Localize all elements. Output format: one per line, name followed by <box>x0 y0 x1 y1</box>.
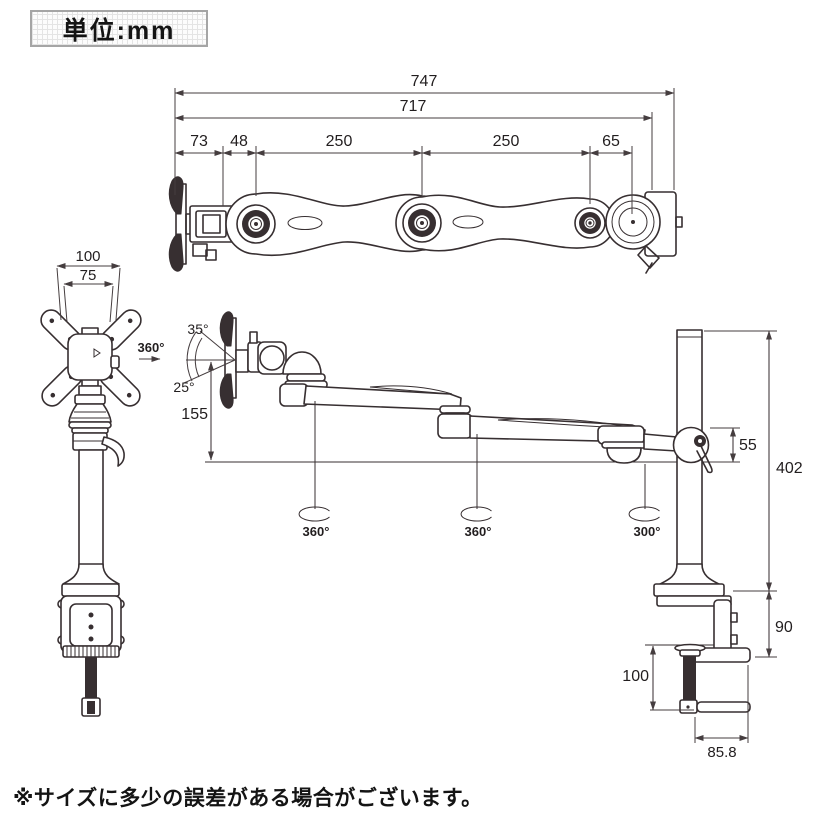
top-arm-segment-2 <box>395 194 615 252</box>
angle-up-label: 35° <box>187 321 208 337</box>
top-view-dimensions: 747 717 73 48 250 250 65 <box>174 73 675 214</box>
side-collar-lever <box>696 445 713 474</box>
dim-100-vesa: 100 <box>75 248 100 265</box>
angle-down-label: 25° <box>173 379 194 395</box>
side-view-drawing: 360° 360° 300° 35° 25° 155 5 <box>173 311 803 761</box>
side-rotation-indicators: 360° 360° 300° <box>298 401 661 539</box>
unit-label-box: 単位:mm <box>30 10 208 47</box>
front-lever <box>101 436 125 467</box>
top-vesa-wing-lower <box>168 233 184 272</box>
dim-402: 402 <box>776 460 803 477</box>
rot-pole-label: 300° <box>634 524 661 539</box>
dim-48: 48 <box>230 133 248 150</box>
dim-250-a: 250 <box>326 133 353 150</box>
dim-717: 717 <box>400 98 427 115</box>
top-lever <box>637 245 660 274</box>
top-arm1-slot <box>287 216 323 230</box>
front-screw <box>85 657 97 698</box>
dim-100-screw: 100 <box>622 668 649 685</box>
side-tilt-angles: 35° 25° <box>173 321 236 395</box>
dim-155: 155 <box>181 406 208 423</box>
size-disclaimer-note: ※サイズに多少の誤差がある場合がございます。 <box>13 787 483 810</box>
front-rotation-label: 360° <box>138 340 165 355</box>
side-clamp <box>645 563 751 714</box>
side-view-dimensions: 155 55 402 90 100 85.8 <box>181 330 803 761</box>
dim-85-8: 85.8 <box>707 744 736 761</box>
top-vesa-wing-upper <box>168 176 184 215</box>
side-pole-joint <box>597 425 713 474</box>
front-view-dimensions: 100 75 360° <box>56 248 165 362</box>
side-clamp-screw <box>683 656 696 700</box>
unit-label: 単位:mm <box>62 16 176 45</box>
dim-250-b: 250 <box>493 133 520 150</box>
rot-joint2-label: 360° <box>465 524 492 539</box>
front-clamp <box>57 563 125 717</box>
front-view-drawing: 100 75 360° <box>40 248 165 717</box>
top-joint-1 <box>236 204 276 244</box>
top-pole-mount <box>605 191 683 274</box>
dim-90: 90 <box>775 619 793 636</box>
rot-joint1-label: 360° <box>303 524 330 539</box>
front-vesa-plate <box>67 333 113 381</box>
side-head-joint <box>259 345 285 371</box>
side-vesa-wing-upper <box>219 311 234 347</box>
top-arm-segment-1 <box>225 192 450 256</box>
side-upper-arm <box>279 383 462 411</box>
top-joint-2 <box>402 203 442 243</box>
top-view-drawing: 747 717 73 48 250 250 65 <box>168 73 683 274</box>
dim-75-vesa: 75 <box>80 267 97 284</box>
side-elbow-dome <box>282 351 322 375</box>
dim-55: 55 <box>739 437 757 454</box>
side-screw-handle <box>696 701 751 713</box>
dim-65: 65 <box>602 133 620 150</box>
side-vesa-wing-lower <box>219 373 234 409</box>
front-neck-stack <box>68 385 125 467</box>
top-arm2-slot <box>452 215 484 229</box>
dim-73: 73 <box>190 133 208 150</box>
dim-747: 747 <box>411 73 438 90</box>
top-joint-3 <box>574 207 606 239</box>
